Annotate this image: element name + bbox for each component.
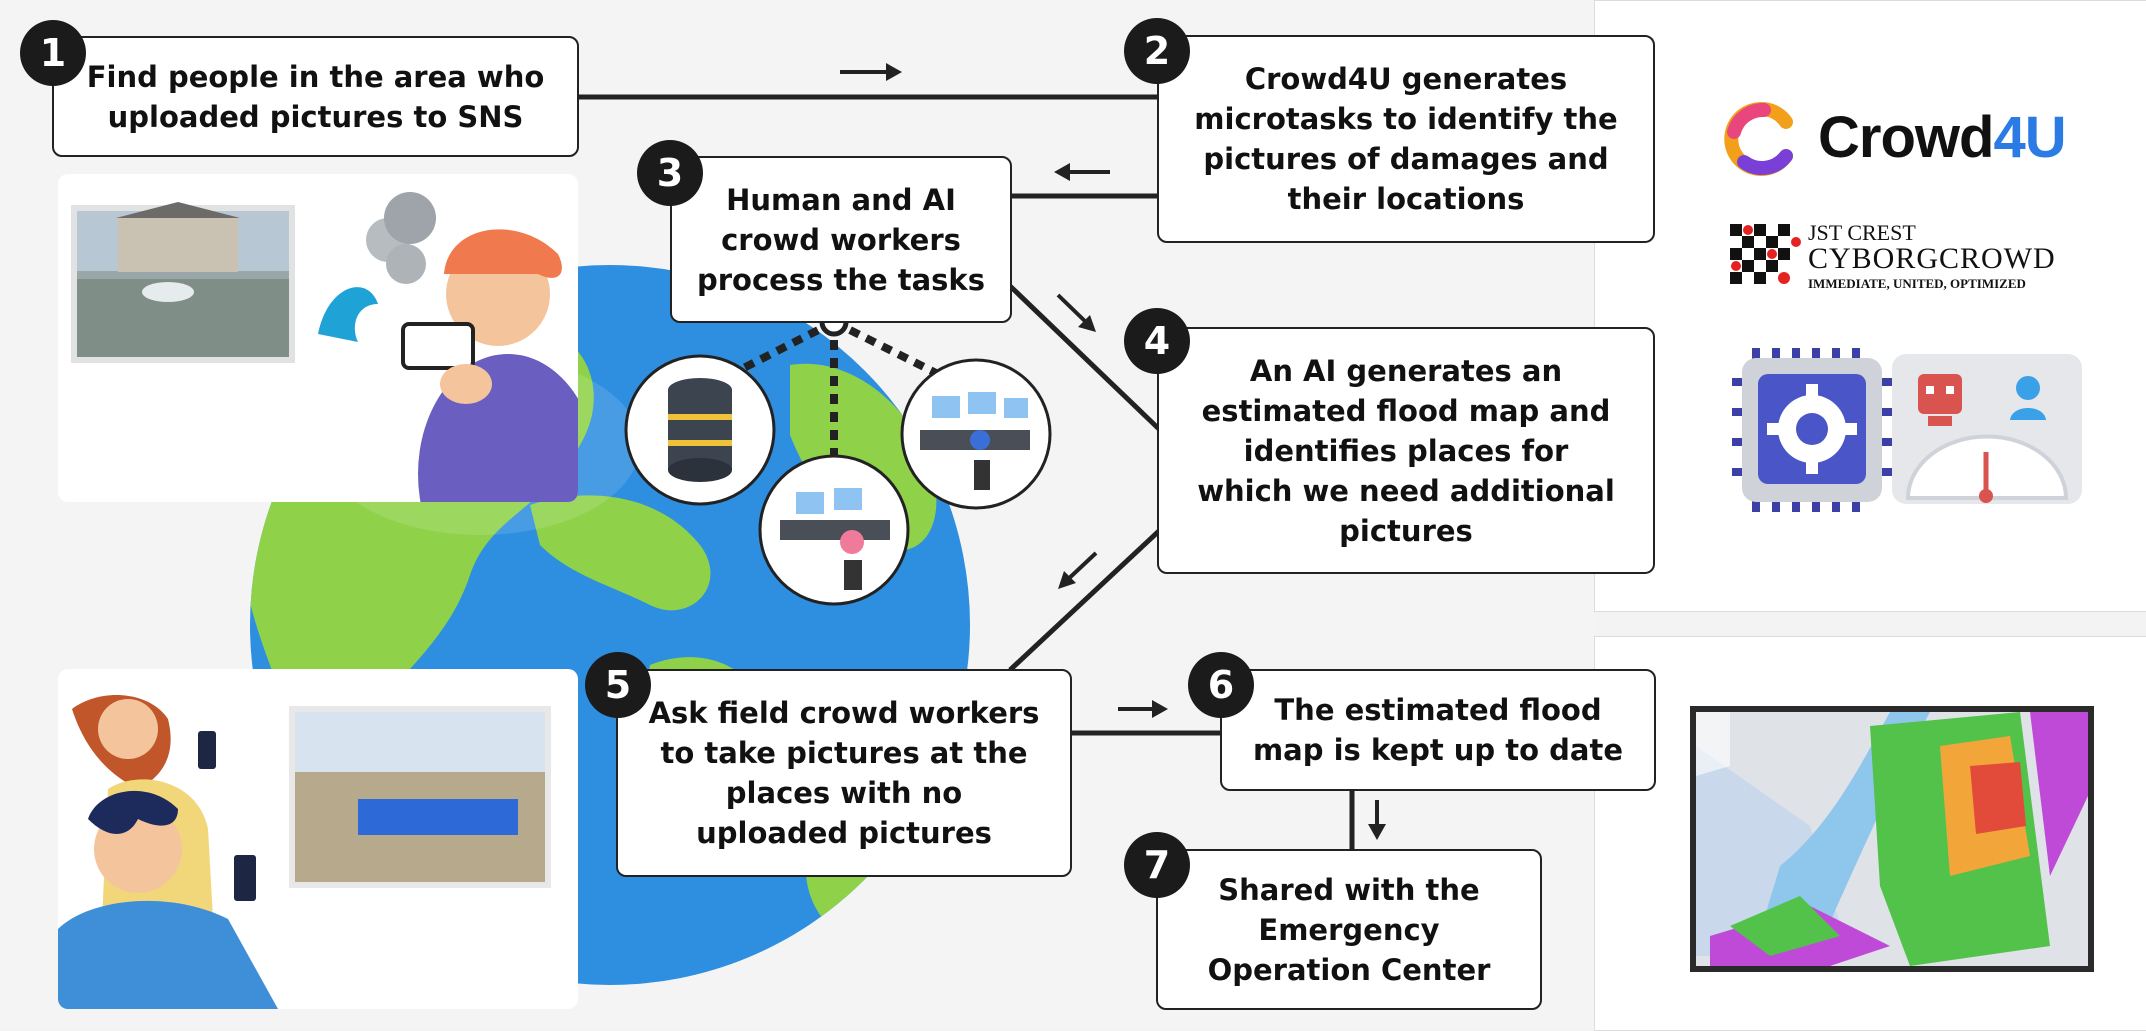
crowd4u-accent: 4U: [1993, 105, 2066, 170]
arrow-down-left-icon: [1058, 551, 1098, 589]
step-2-badge: 2: [1124, 18, 1190, 84]
crowd-workers-group: [624, 310, 1052, 606]
step-1-text: Find people in the area who uploaded pic…: [86, 59, 545, 134]
step-6-box: The estimated flood map is kept up to da…: [1220, 669, 1656, 791]
step-7-badge: 7: [1124, 832, 1190, 898]
database-icon: [624, 354, 776, 506]
arrow-right-icon: [1118, 700, 1168, 718]
step-5-box: Ask field crowd workers to take pictures…: [616, 669, 1072, 877]
step-7-box: Shared with the Emergency Operation Cent…: [1156, 849, 1542, 1010]
step-6-badge: 6: [1188, 652, 1254, 718]
arrow-right-icon: [840, 63, 902, 81]
arrow-left-icon: [1054, 163, 1110, 181]
checker-logo-icon: [1730, 224, 1801, 284]
field-workers-illustration: [58, 669, 578, 1009]
flood-map: [1690, 706, 2094, 972]
step-3-text: Human and AI crowd workers process the t…: [697, 182, 985, 297]
jst-crest-label: JST CREST: [1808, 220, 1916, 245]
workstation-icon: [900, 358, 1052, 510]
logo-panel: [1594, 0, 2146, 612]
step-6-text: The estimated flood map is kept up to da…: [1252, 693, 1624, 767]
crowd4u-word: Crowd: [1818, 105, 1994, 170]
step-1-box: Find people in the area who uploaded pic…: [52, 36, 579, 157]
step-7-text: Shared with the Emergency Operation Cent…: [1207, 872, 1491, 987]
step-5-badge: 5: [585, 652, 651, 718]
field-workers-photo: [58, 695, 551, 1009]
robot-icon: [1918, 374, 1962, 426]
flood-photo: [71, 192, 578, 502]
gear-chip-icon: [1732, 348, 2082, 512]
crowd4u-logo-text: Crowd4U: [1818, 104, 2067, 171]
step-3-box: Human and AI crowd workers process the t…: [670, 156, 1012, 323]
workstation-icon: [758, 454, 910, 606]
step-2-text: Crowd4U generates microtasks to identify…: [1194, 62, 1618, 216]
step-4-text: An AI generates an estimated flood map a…: [1197, 353, 1615, 548]
step-4-badge: 4: [1124, 308, 1190, 374]
person-icon: [2010, 376, 2046, 420]
crowd4u-logo-icon: [1724, 102, 1793, 176]
sns-upload-illustration: [58, 174, 578, 502]
step-1-badge: 1: [20, 20, 86, 86]
step-4-box: An AI generates an estimated flood map a…: [1157, 327, 1655, 574]
gauge-icon: [1905, 434, 2069, 503]
cyborgcrowd-label: CYBORGCROWD: [1808, 242, 2056, 275]
step-5-text: Ask field crowd workers to take pictures…: [648, 696, 1040, 850]
step-3-badge: 3: [637, 140, 703, 206]
cyborgcrowd-tagline: IMMEDIATE, UNITED, OPTIMIZED: [1808, 276, 2026, 291]
arrow-down-icon: [1368, 800, 1386, 840]
step-2-box: Crowd4U generates microtasks to identify…: [1157, 35, 1655, 243]
arrow-down-right-icon: [1056, 293, 1096, 332]
